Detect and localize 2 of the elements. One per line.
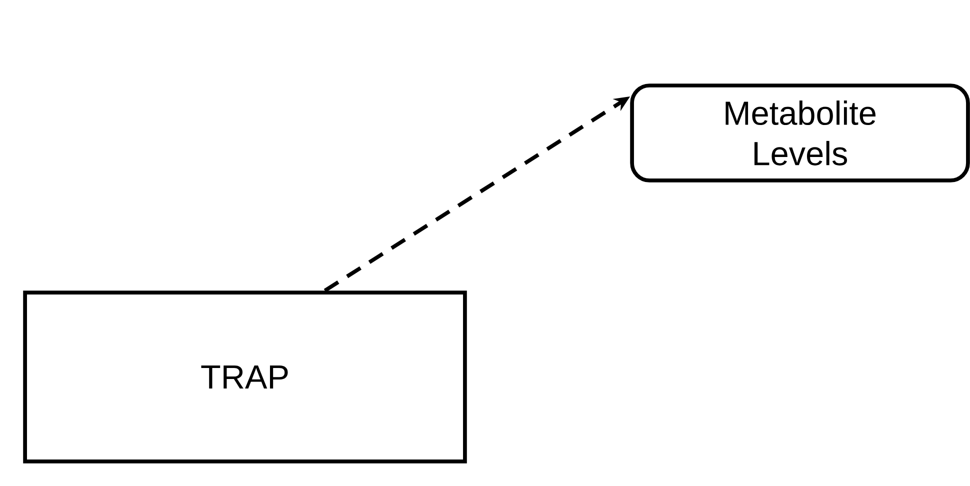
rounded-box: Metabolite Levels (630, 84, 970, 182)
process-box: TRAP (23, 290, 467, 464)
